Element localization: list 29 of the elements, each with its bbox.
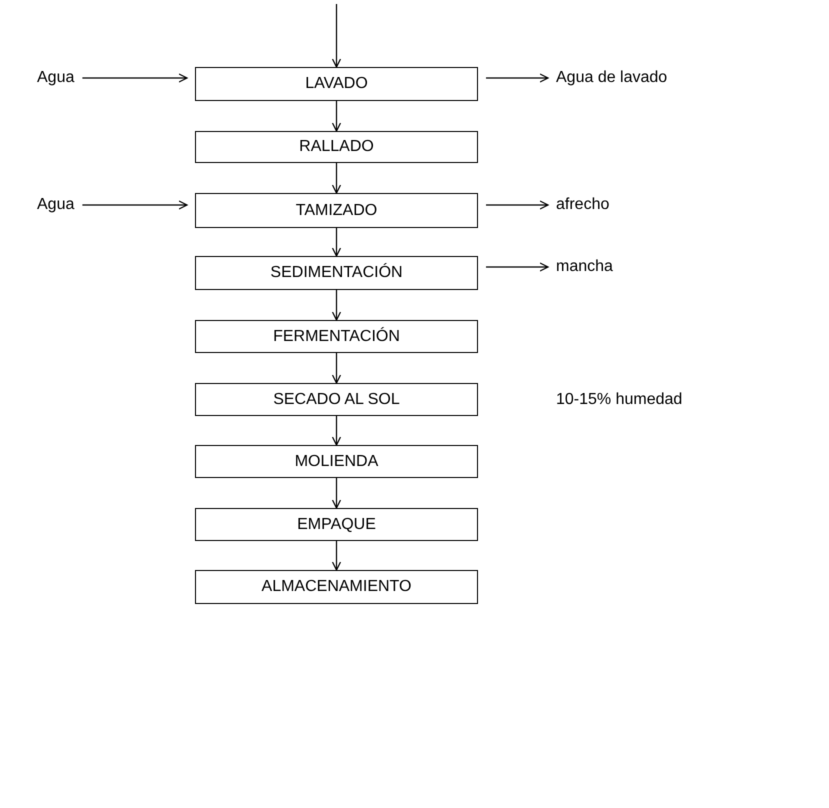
process-box: LAVADO — [195, 67, 478, 101]
arrow — [332, 541, 342, 571]
stream-label: Agua — [37, 195, 74, 215]
note-text: 10-15% humedad — [556, 390, 682, 410]
arrow — [82, 73, 188, 83]
arrow — [332, 4, 342, 68]
process-box: SEDIMENTACIÓN — [195, 256, 478, 290]
process-box: ALMACENAMIENTO — [195, 570, 478, 604]
arrow — [82, 200, 188, 210]
arrow — [332, 416, 342, 446]
arrow — [332, 290, 342, 321]
stream-label: Agua — [37, 68, 74, 88]
arrow — [486, 262, 549, 272]
process-box: EMPAQUE — [195, 508, 478, 541]
process-box: TAMIZADO — [195, 193, 478, 228]
arrow — [332, 478, 342, 509]
process-box: RALLADO — [195, 131, 478, 163]
arrow — [486, 73, 549, 83]
process-box: MOLIENDA — [195, 445, 478, 478]
process-box: SECADO AL SOL — [195, 383, 478, 416]
arrow — [332, 353, 342, 384]
arrow — [332, 228, 342, 257]
arrow — [486, 200, 549, 210]
process-box: FERMENTACIÓN — [195, 320, 478, 353]
arrow — [332, 101, 342, 132]
stream-label: mancha — [556, 257, 613, 277]
stream-label: Agua de lavado — [556, 68, 668, 88]
arrow — [332, 163, 342, 194]
stream-label: afrecho — [556, 195, 610, 215]
